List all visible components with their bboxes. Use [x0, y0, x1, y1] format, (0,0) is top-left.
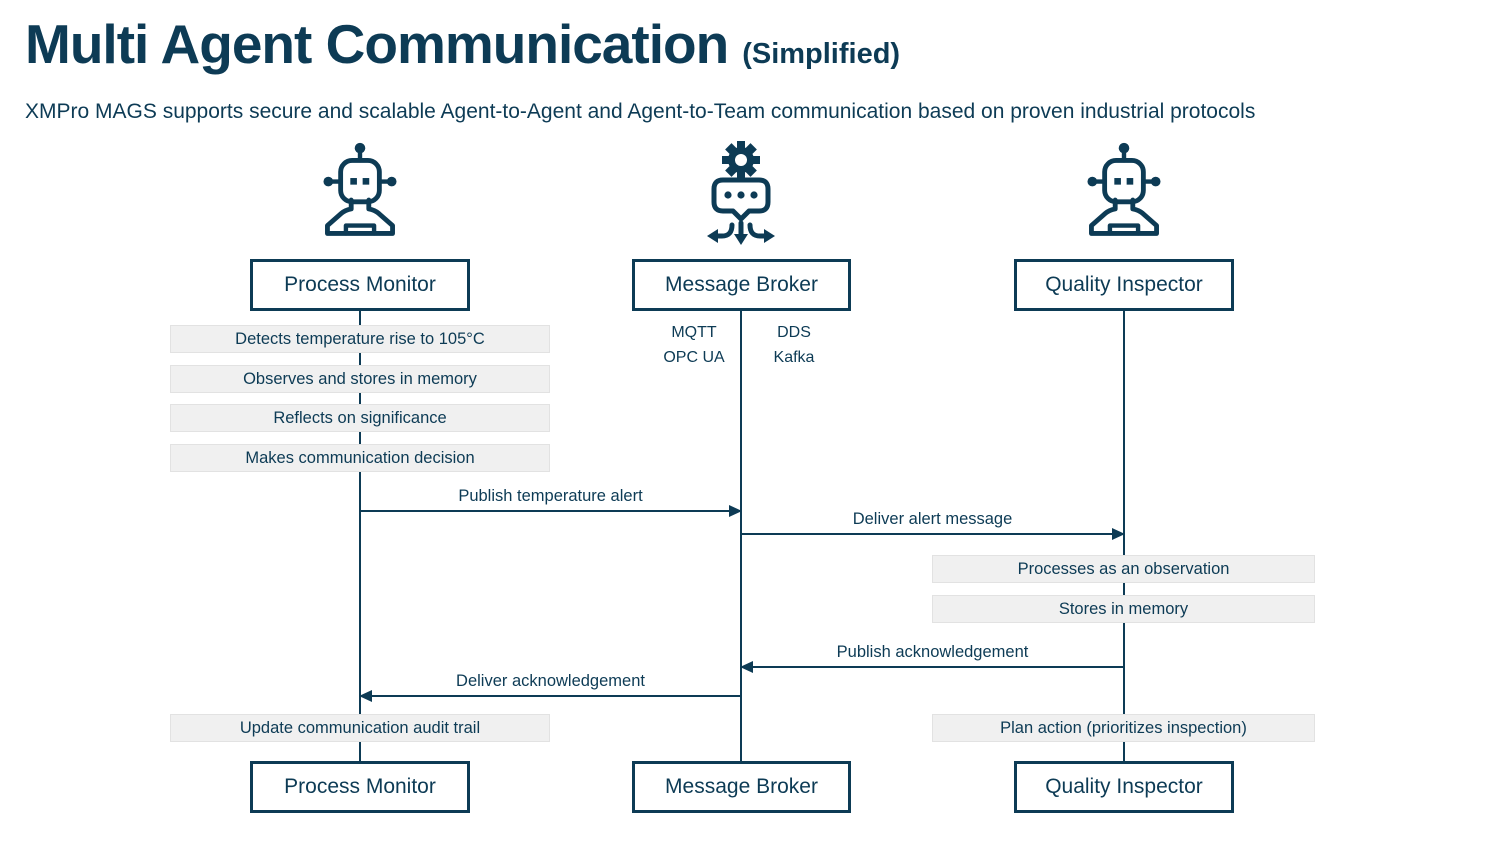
- actor-box-process-monitor-top: Process Monitor: [250, 259, 470, 311]
- sequence-note: Observes and stores in memory: [170, 365, 550, 393]
- page-title: Multi Agent Communication (Simplified): [25, 12, 900, 76]
- sequence-note: Makes communication decision: [170, 444, 550, 472]
- robot-agent-icon: [316, 141, 404, 250]
- title-text: Multi Agent Communication: [25, 13, 729, 75]
- protocol-label: DDS: [777, 324, 811, 341]
- sequence-note: Detects temperature rise to 105°C: [170, 325, 550, 353]
- title-suffix: (Simplified): [742, 38, 901, 70]
- actor-box-quality-inspector-top: Quality Inspector: [1014, 259, 1234, 311]
- sequence-note: Stores in memory: [932, 595, 1315, 623]
- message-label: Deliver acknowledgement: [456, 672, 645, 690]
- gear-icon: [722, 141, 760, 179]
- actor-box-message-broker-top: Message Broker: [632, 259, 851, 311]
- arrow-line-right-icon: [360, 505, 742, 517]
- protocol-label: OPC UA: [663, 349, 725, 366]
- sequence-note: Plan action (prioritizes inspection): [932, 714, 1315, 742]
- lifeline-process-monitor: [359, 311, 361, 762]
- message-arrow: Deliver acknowledgement: [359, 671, 741, 702]
- sequence-note: Reflects on significance: [170, 404, 550, 432]
- arrow-line-left-icon: [740, 661, 1124, 673]
- message-arrow: Deliver alert message: [741, 509, 1125, 540]
- lifeline-message-broker: [740, 311, 742, 762]
- message-label: Deliver alert message: [852, 510, 1013, 528]
- sequence-note: Update communication audit trail: [170, 714, 550, 742]
- message-arrow: Publish acknowledgement: [740, 642, 1124, 673]
- actor-box-message-broker-bottom: Message Broker: [632, 761, 851, 813]
- actor-box-quality-inspector-bottom: Quality Inspector: [1014, 761, 1234, 813]
- actor-box-process-monitor-bottom: Process Monitor: [250, 761, 470, 813]
- fanout-arrows-icon: [707, 220, 775, 245]
- arrow-line-left-icon: [359, 690, 741, 702]
- page-subtitle: XMPro MAGS supports secure and scalable …: [25, 100, 1256, 123]
- broker-protocols-left: MQTT OPC UA: [634, 320, 754, 370]
- sequence-note: Processes as an observation: [932, 555, 1315, 583]
- protocol-label: Kafka: [773, 349, 815, 366]
- protocol-label: MQTT: [671, 324, 717, 341]
- broker-protocols-right: DDS Kafka: [748, 320, 840, 370]
- message-label: Publish acknowledgement: [836, 643, 1029, 661]
- message-label: Publish temperature alert: [458, 487, 643, 505]
- robot-agent-icon: [1080, 141, 1168, 250]
- chat-bubble-icon: [711, 177, 771, 222]
- gear-chat-broker-icon: [683, 137, 799, 256]
- arrow-line-right-icon: [741, 528, 1125, 540]
- message-arrow: Publish temperature alert: [360, 486, 742, 517]
